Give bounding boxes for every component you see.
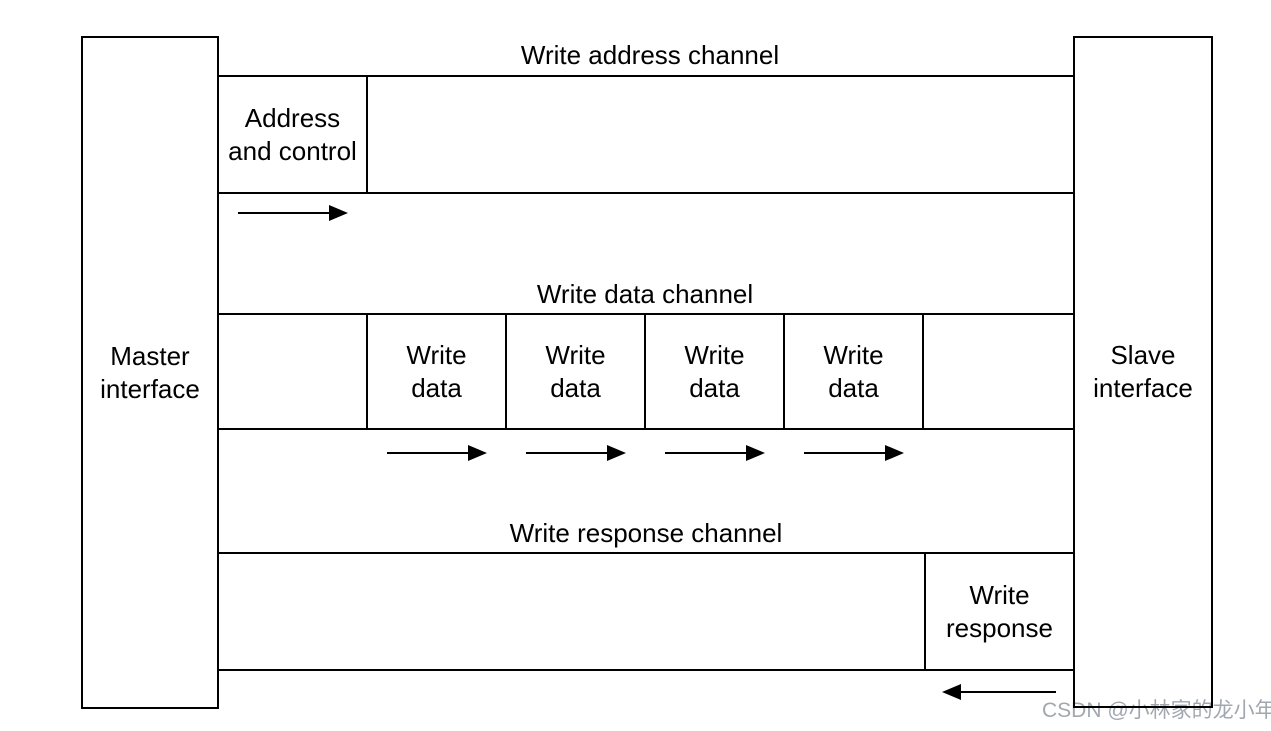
arrow-right-icon (526, 445, 626, 461)
arrow-shaft (238, 212, 331, 214)
arrow-head (607, 445, 626, 461)
arrow-shaft (526, 452, 609, 454)
write-data-line2: data (550, 372, 601, 403)
write-data-line2: data (689, 372, 740, 403)
slave-interface-label: Slave interface (1093, 339, 1193, 405)
write-data-label: Write data (406, 339, 466, 405)
address-and-control-line2: and control (228, 135, 357, 166)
write-data-channel-title: Write data channel (536, 279, 754, 309)
arrow-shaft (387, 452, 470, 454)
write-response-channel-title: Write response channel (509, 518, 783, 548)
arrow-head (885, 445, 904, 461)
arrow-head (942, 684, 961, 700)
master-interface-label-line1: Master (110, 340, 190, 371)
slave-interface-label-line1: Slave (1110, 340, 1176, 370)
arrow-head (468, 445, 487, 461)
write-data-line1: Write (545, 339, 606, 370)
write-address-channel-title: Write address channel (520, 40, 780, 70)
address-and-control-line1: Address (244, 102, 341, 133)
slave-interface-box: Slave interface (1073, 36, 1213, 708)
data-channel-empty-cell-right (924, 315, 1073, 428)
write-response-box: Write response (924, 554, 1073, 669)
arrow-right-icon (665, 445, 765, 461)
arrow-right-icon (804, 445, 904, 461)
address-and-control-box: Address and control (219, 77, 368, 192)
write-data-box: Write data (368, 315, 507, 428)
arrow-shaft (959, 691, 1056, 693)
address-and-control-label: Address and control (228, 102, 357, 168)
arrow-shaft (665, 452, 748, 454)
slave-interface-label-line2: interface (1093, 373, 1193, 403)
data-channel-empty-cell-left (219, 315, 368, 428)
write-data-box: Write data (785, 315, 924, 428)
write-data-line1: Write (406, 339, 467, 370)
arrow-head (746, 445, 765, 461)
write-data-channel-band: Write data Write data Write data Write d… (219, 313, 1073, 430)
write-data-box: Write data (646, 315, 785, 428)
write-data-line2: data (828, 372, 879, 403)
write-response-channel-band: Write response (219, 552, 1073, 671)
write-data-label: Write data (684, 339, 744, 405)
write-response-line2: response (946, 612, 1053, 643)
master-interface-label-line2: interface (100, 373, 200, 404)
arrow-head (329, 205, 348, 221)
write-data-line1: Write (823, 339, 884, 370)
master-interface-label: Master interface (100, 340, 200, 406)
write-data-line1: Write (684, 339, 745, 370)
arrow-right-icon (238, 205, 348, 221)
response-channel-empty-cell (219, 554, 924, 669)
address-channel-empty-cell (368, 77, 1073, 192)
write-response-label: Write response (946, 579, 1053, 645)
write-response-line1: Write (969, 579, 1030, 610)
write-data-label: Write data (545, 339, 605, 405)
arrow-shaft (804, 452, 887, 454)
arrow-left-icon (942, 684, 1056, 700)
csdn-watermark: CSDN @小林家的龙小年 (1042, 699, 1271, 722)
write-data-label: Write data (823, 339, 883, 405)
write-address-channel-band: Address and control (219, 75, 1073, 194)
arrow-right-icon (387, 445, 487, 461)
write-data-box: Write data (507, 315, 646, 428)
master-interface-box: Master interface (81, 36, 219, 709)
write-data-line2: data (411, 372, 462, 403)
